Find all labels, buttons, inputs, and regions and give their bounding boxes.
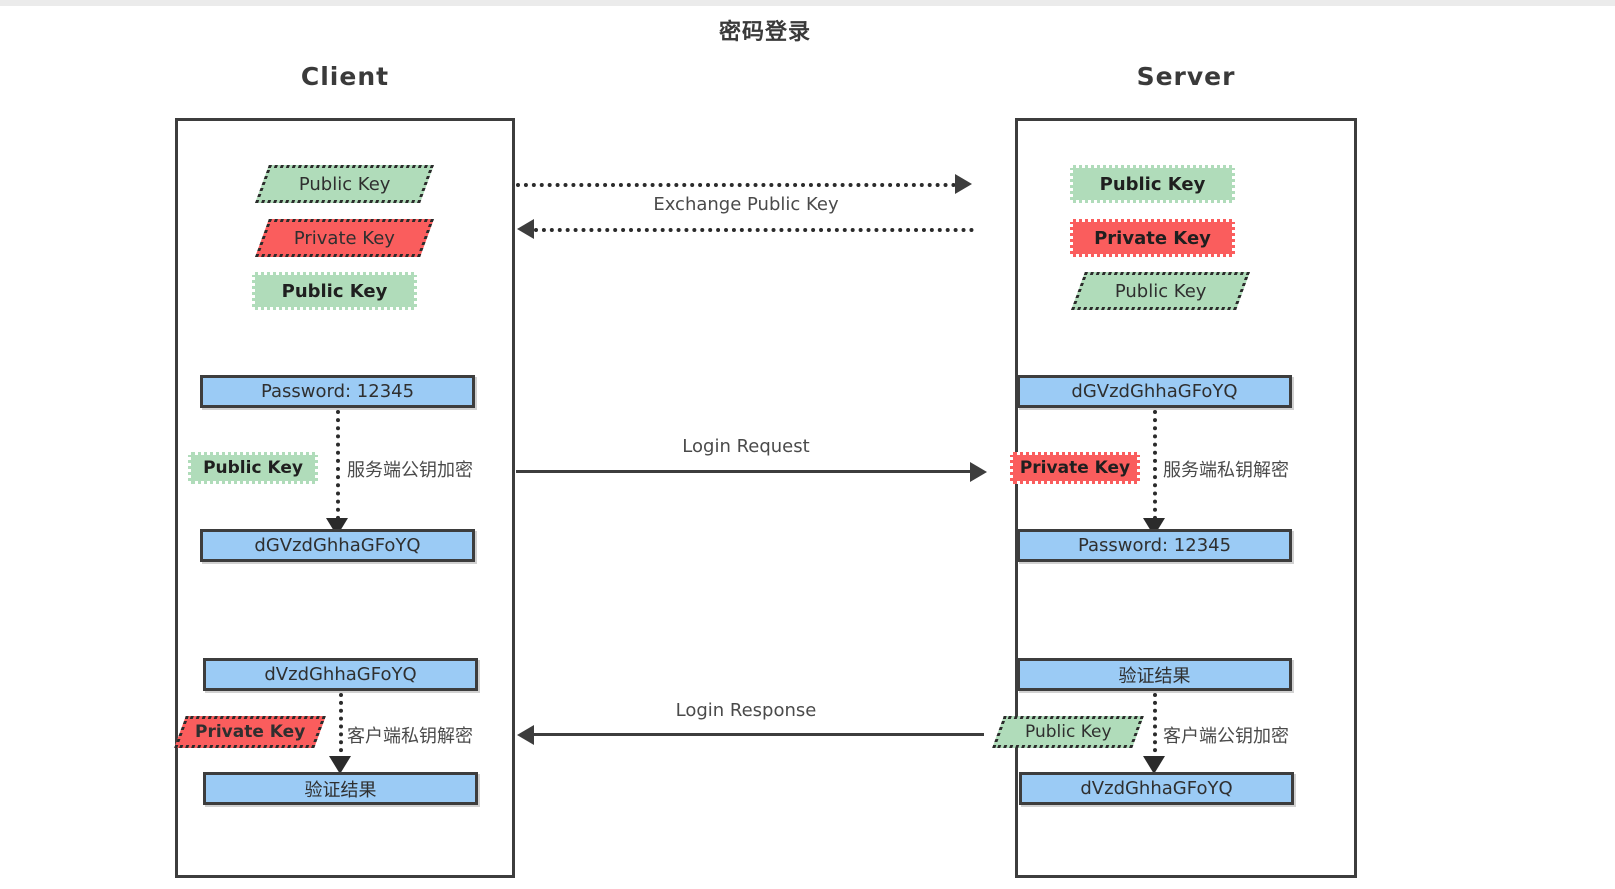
client-request-encrypt-line bbox=[336, 410, 340, 520]
client-response-decrypt-arrowhead bbox=[329, 756, 351, 774]
client-response-decrypt-line bbox=[339, 693, 343, 768]
client-key-private: Private Key bbox=[255, 219, 434, 257]
server-response-ciphertext: dVzdGhhaGFoYQ bbox=[1019, 772, 1294, 805]
login-response-line bbox=[534, 733, 984, 736]
exchange-arrow-right-line bbox=[516, 183, 956, 187]
client-request-ciphertext: dGVzdGhhaGFoYQ bbox=[200, 529, 475, 562]
client-response-ciphertext: dVzdGhhaGFoYQ bbox=[203, 658, 478, 691]
exchange-arrow-left-line bbox=[534, 228, 974, 232]
server-request-ciphertext: dGVzdGhhaGFoYQ bbox=[1017, 375, 1292, 408]
client-key-private-label: Private Key bbox=[293, 227, 396, 249]
client-response-key-label: Private Key bbox=[194, 722, 306, 742]
server-response-encrypt-arrowhead bbox=[1143, 756, 1165, 774]
exchange-public-key-label: Exchange Public Key bbox=[653, 194, 839, 215]
client-response-key: Private Key bbox=[174, 716, 326, 748]
login-request-arrowhead bbox=[970, 462, 987, 482]
server-response-operation-label: 客户端公钥加密 bbox=[1163, 726, 1289, 747]
client-key-public-1: Public Key bbox=[255, 165, 434, 203]
diagram-title: 密码登录 bbox=[718, 20, 811, 45]
server-request-plaintext: Password: 12345 bbox=[1017, 529, 1292, 562]
top-strip bbox=[0, 0, 1615, 6]
server-request-operation-label: 服务端私钥解密 bbox=[1163, 460, 1289, 481]
client-request-key: Public Key bbox=[188, 452, 318, 484]
server-response-key: Public Key bbox=[992, 716, 1144, 748]
client-key-public-2: Public Key bbox=[252, 272, 417, 310]
server-key-public-1: Public Key bbox=[1070, 165, 1235, 203]
client-request-plaintext: Password: 12345 bbox=[200, 375, 475, 408]
login-request-line bbox=[516, 470, 972, 473]
server-request-decrypt-line bbox=[1153, 410, 1157, 520]
client-lane-title: Client bbox=[300, 62, 390, 91]
exchange-arrow-left-head bbox=[517, 219, 534, 239]
server-key-private: Private Key bbox=[1070, 219, 1235, 257]
login-response-arrowhead bbox=[517, 725, 534, 745]
client-request-operation-label: 服务端公钥加密 bbox=[347, 460, 473, 481]
server-lane-title: Server bbox=[1136, 62, 1236, 91]
login-request-label: Login Request bbox=[682, 436, 810, 457]
server-response-key-label: Public Key bbox=[1024, 722, 1112, 742]
client-key-public-1-label: Public Key bbox=[298, 173, 391, 195]
client-response-plaintext: 验证结果 bbox=[203, 772, 478, 805]
client-response-operation-label: 客户端私钥解密 bbox=[347, 726, 473, 747]
exchange-arrow-right-head bbox=[955, 174, 972, 194]
server-key-public-2: Public Key bbox=[1071, 272, 1250, 310]
server-response-encrypt-line bbox=[1153, 693, 1157, 768]
server-key-public-2-label: Public Key bbox=[1114, 280, 1207, 302]
server-response-plaintext: 验证结果 bbox=[1017, 658, 1292, 691]
server-request-key: Private Key bbox=[1010, 452, 1140, 484]
login-response-label: Login Response bbox=[675, 700, 817, 721]
